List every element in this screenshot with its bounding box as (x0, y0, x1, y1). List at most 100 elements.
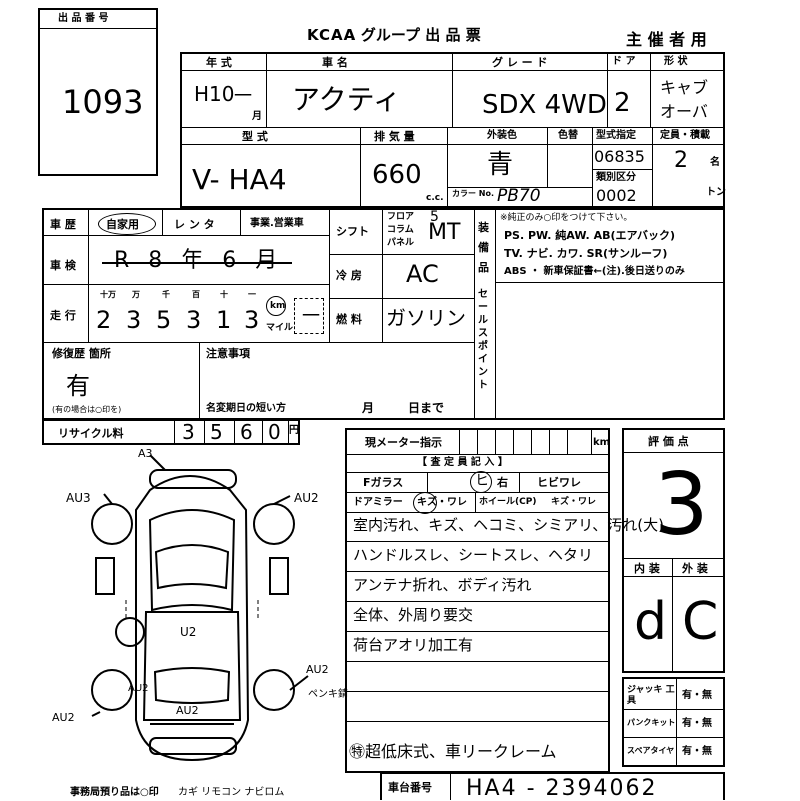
recycle-fee-box: リサイクル料 3 5 6 0 円 (42, 419, 300, 445)
year-month-unit: 月 (252, 111, 262, 122)
displacement-label: 排 気 量 (374, 130, 415, 143)
mirror-circle (413, 492, 437, 514)
notes-label: 注意事項 (206, 347, 250, 360)
repair-label: 修復歴 箇所 (52, 347, 111, 360)
history-option-rental[interactable]: レ ン タ (174, 218, 215, 231)
recycle-digit-0: 3 (182, 420, 195, 444)
color-code-value: PB70 (497, 186, 541, 206)
exterior-color-value: 青 (487, 150, 514, 180)
recycle-digit-2: 6 (240, 420, 253, 444)
history-selected-circle (98, 213, 156, 235)
mileage-digit-label-2: 千 (162, 290, 170, 299)
form-title: . グループ 出 品 票 (350, 26, 481, 44)
chassis-number: HA4 - 2394062 (466, 776, 658, 801)
shift-gears: 5 (430, 209, 439, 225)
mileage-digit-label-1: 万 (132, 290, 140, 299)
fglass-side: 右 (497, 476, 508, 489)
cab-roof (148, 509, 236, 612)
rear-bumper (149, 737, 237, 755)
recycle-digit-1: 5 (210, 420, 223, 444)
comment-line-5: 荷台アオリ加工有 (353, 636, 474, 654)
shift-label: シフト (336, 225, 369, 238)
tool-spare-label: スペアタイヤ (627, 746, 675, 755)
year-value: H10 (194, 82, 235, 106)
footer-comment: ㊕超低床式、車リークレーム (349, 742, 557, 761)
history-label: 車 歴 (50, 218, 76, 231)
office-items-label: 事務局預り品は○印 (70, 787, 159, 798)
exterior-value: C (682, 592, 719, 652)
mileage-digit-4: 1 (216, 306, 232, 334)
color-swap-label: 色替 (558, 130, 578, 141)
history-option-business[interactable]: 事業.営業車 (250, 218, 304, 229)
diagram-mark-au2-bed: AU2 (128, 683, 149, 694)
equipment-line-1: PS. PW. 純AW. AB(エアバック) (504, 229, 676, 242)
arrow-rear (289, 675, 309, 691)
rating-label: 評 価 点 (648, 435, 689, 448)
tool-jack-value[interactable]: 有・無 (682, 690, 712, 701)
diagram-mark-au2-rear: AU2 (306, 663, 329, 676)
wheel-label: ホイール(CP) (479, 497, 537, 507)
mileage-digit-2: 5 (156, 306, 172, 334)
exterior-label: 外 装 (682, 562, 708, 575)
shape-label: 形 状 (664, 56, 688, 67)
chassis-label: 車台番号 (388, 781, 432, 794)
year-month-value: 一 (234, 86, 252, 107)
interior-label: 内 装 (634, 562, 660, 575)
mileage-unit-value: 一 (302, 306, 320, 327)
comment-line-2: ハンドルスレ、シートスレ、ヘタリ (353, 546, 594, 564)
comment-line-3: アンテナ折れ、ボディ汚れ (353, 576, 532, 594)
mileage-unit-mile: マイル (266, 323, 294, 333)
wheel-rear-right (253, 669, 295, 711)
shift-option-column[interactable]: コラム (387, 225, 414, 235)
shape-value-2: オーバ (660, 102, 708, 121)
month-unit: 月 (362, 401, 375, 415)
equipment-side-label: 装 備 品 (478, 221, 489, 274)
exterior-color-label: 外装色 (487, 130, 517, 141)
shift-option-floor[interactable]: フロア (387, 212, 415, 222)
wheel-rear-left (91, 669, 133, 711)
tool-puncture-value[interactable]: 有・無 (682, 718, 712, 729)
displacement-value: 660 (372, 160, 422, 190)
shape-value-1: キャブ (660, 78, 709, 97)
mileage-label: 走 行 (50, 309, 76, 322)
diagram-mark-a3: A3 (138, 447, 153, 460)
type-spec-value: 06835 (594, 147, 645, 166)
class-label: 類別区分 (596, 172, 636, 183)
shift-option-panel[interactable]: パネル (387, 238, 415, 248)
equipment-line-3: ABS ・ 新車保証書←(注).後日送りのみ (504, 266, 685, 277)
shift-value: MT (428, 220, 461, 245)
recycle-label: リサイクル料 (58, 427, 124, 440)
damage-circle (115, 617, 145, 647)
repair-value: 有 (66, 372, 90, 400)
brand-logo: KCAA (307, 26, 357, 44)
wheel-front-left (91, 503, 133, 545)
equipment-note: ※純正のみ○印をつけて下さい。 (500, 213, 633, 223)
rating-box: 評 価 点 3 内 装 外 装 d C (622, 428, 725, 673)
organizer-label: 主 催 者 用 (626, 30, 707, 49)
diagram-mark-au3: AU3 (66, 491, 91, 505)
type-label: 型 式 (242, 130, 268, 143)
tool-spare-value[interactable]: 有・無 (682, 746, 712, 757)
grade-label: グ レ ー ド (492, 56, 548, 69)
cc-unit: c.c. (426, 193, 444, 203)
fglass-circle (470, 471, 492, 493)
ton-unit: トン (706, 187, 726, 198)
diagram-mark-au2-bottom-left: AU2 (52, 711, 75, 724)
mirror-left (95, 557, 115, 595)
crack-label: ヒビワレ (537, 476, 581, 489)
arrow-au2 (273, 495, 291, 505)
mirror-label: ドアミラー (353, 497, 403, 508)
model-code: V- HA4 (192, 163, 287, 196)
mileage-digit-1: 3 (126, 306, 142, 334)
tool-puncture-label: パンクキット (627, 718, 676, 727)
comment-line-1: 室内汚れ、キズ、ヘコミ、シミアリ、汚れ(大) (353, 516, 664, 534)
comment-line-4: 全体、外周り要交 (353, 606, 474, 624)
mileage-digit-0: 2 (96, 306, 112, 334)
lot-number-box: 出 品 番 号 1093 (38, 8, 158, 176)
inspector-box: 現メーター指示 km 【 査 定 員 記 入 】 Fガラス ヒ 右 ヒビワレ ド… (345, 428, 664, 773)
recycle-digit-3: 0 (268, 420, 281, 444)
car-body-outline (135, 475, 250, 762)
inspector-title: 【 査 定 員 記 入 】 (417, 457, 508, 468)
day-unit: 日まで (408, 401, 445, 415)
arrow-au3 (103, 493, 113, 505)
